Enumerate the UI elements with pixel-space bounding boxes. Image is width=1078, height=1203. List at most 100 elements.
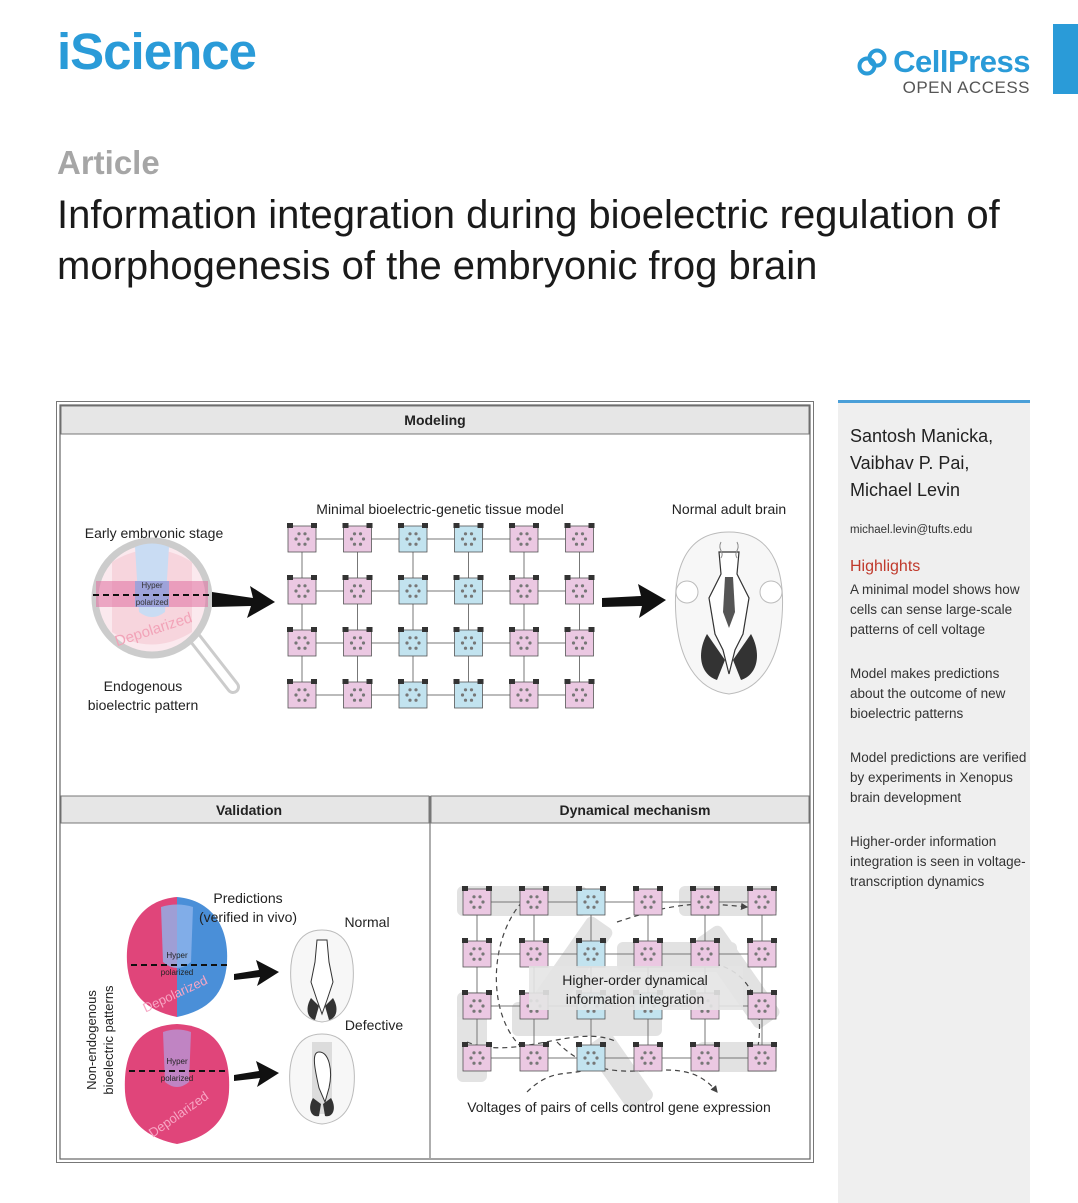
cell-icon [509,627,539,657]
svg-text:Hyper: Hyper [166,951,188,960]
predictions-label-2: (verified in vivo) [199,909,297,925]
sidebar: Santosh Manicka, Vaibhav P. Pai, Michael… [838,400,1030,1203]
cell-icon [576,938,606,968]
contact-email[interactable]: michael.levin@tufts.edu [850,524,973,536]
cell-icon [519,1042,549,1072]
side-label-1: Non-endogenous [84,990,99,1090]
cell-icon [398,575,428,605]
cell-icon [509,523,539,553]
cellpress-mark-icon [857,48,887,76]
cell-icon [690,938,720,968]
cell-icon [747,990,777,1020]
cell-icon [690,1042,720,1072]
center-label-2: information integration [566,991,705,1007]
cell-icon [342,523,373,553]
validation-header-label: Validation [216,802,282,818]
cell-icon [519,938,549,968]
cell-icon [564,627,595,657]
cell-icon [509,575,539,605]
cell-icon [564,523,595,553]
predictions-label-1: Predictions [213,890,282,906]
cell-icon [287,523,317,553]
svg-text:polarized: polarized [161,1074,193,1083]
publisher-name: CellPress [893,44,1030,79]
author-name: Santosh Manicka, [850,426,994,446]
highlight-item: Model predictions are verified by experi… [850,750,1027,805]
arrow-right-icon [602,584,666,618]
cell-icon [509,679,539,709]
graphical-abstract: Modeling Early embryonic stage Hyper pol… [56,401,814,1163]
normal-brain-illustration [290,929,354,1023]
frog-brain-illustration [674,531,784,695]
endogenous-label-2: bioelectric pattern [88,697,199,713]
cell-icon [342,575,373,605]
cell-icon [462,1042,492,1072]
cell-icon [287,627,317,657]
cell-icon [747,1042,777,1072]
arrow-right-icon [212,586,275,618]
author-name: Vaibhav P. Pai, [850,453,970,473]
cell-icon [576,1042,606,1072]
arrow-right-icon [234,960,279,986]
cell-icon [342,627,373,657]
mechanism-header [430,795,810,824]
author-list: Santosh Manicka, Vaibhav P. Pai, Michael… [850,423,1030,504]
accent-bar [1053,24,1078,94]
pattern-half-hyper: Hyper polarized Depolarized [126,897,229,1017]
author-name: Michael Levin [850,480,961,500]
cell-icon [287,679,317,709]
adult-brain-label: Normal adult brain [672,501,786,517]
mechanism-header-label: Dynamical mechanism [560,802,711,818]
cell-icon [576,886,606,916]
model-label: Minimal bioelectric-genetic tissue model [316,501,563,517]
cell-icon [398,627,428,657]
cell-icon [690,886,720,916]
cell-icon [633,938,663,968]
normal-label: Normal [344,914,389,930]
highlights-list: A minimal model shows how cells can sens… [850,580,1030,892]
cell-icon [633,1042,663,1072]
validation-header [60,795,430,824]
cell-icon [633,886,663,916]
journal-logo: iScience [57,23,257,80]
defective-label: Defective [345,1017,404,1033]
highlight-item: Higher-order information integration is … [850,834,1026,889]
cell-icon [564,575,595,605]
publisher-logo: CellPress OPEN ACCESS [857,44,1030,98]
cell-icon [462,990,492,1020]
early-stage-label: Early embryonic stage [85,525,224,541]
cell-icon [398,523,428,553]
modeling-header [60,405,810,435]
svg-text:Hyper: Hyper [141,581,163,590]
tissue-model-grid [287,523,595,709]
center-label-1: Higher-order dynamical [562,972,708,988]
arrow-right-icon [234,1061,279,1087]
svg-text:Hyper: Hyper [166,1057,188,1066]
cell-icon [287,575,317,605]
magnifier-icon: Hyper polarized Depolarized [91,537,240,694]
open-access-label: OPEN ACCESS [902,78,1030,97]
cell-icon [747,938,777,968]
defective-brain-illustration [289,1033,355,1125]
cell-icon [453,627,484,657]
article-title: Information integration during bioelectr… [57,193,1000,288]
highlight-item: A minimal model shows how cells can sens… [850,582,1020,637]
cell-icon [453,523,484,553]
svg-text:polarized: polarized [161,968,193,977]
side-label-2: bioelectric patterns [101,985,116,1095]
endogenous-label-1: Endogenous [104,678,183,694]
article-type: Article [57,144,160,181]
cell-icon [342,679,373,709]
svg-text:polarized: polarized [136,598,168,607]
cell-icon [747,886,777,916]
cell-icon [564,679,595,709]
cell-icon [453,575,484,605]
mechanism-caption: Voltages of pairs of cells control gene … [467,1099,771,1115]
modeling-header-label: Modeling [404,412,465,428]
pattern-full-depolarized: Hyper polarized Depolarized [124,1024,230,1144]
cell-icon [462,938,492,968]
cell-icon [462,886,492,916]
cell-icon [398,679,428,709]
cell-icon [519,886,549,916]
highlight-item: Model makes predictions about the outcom… [850,666,1006,721]
